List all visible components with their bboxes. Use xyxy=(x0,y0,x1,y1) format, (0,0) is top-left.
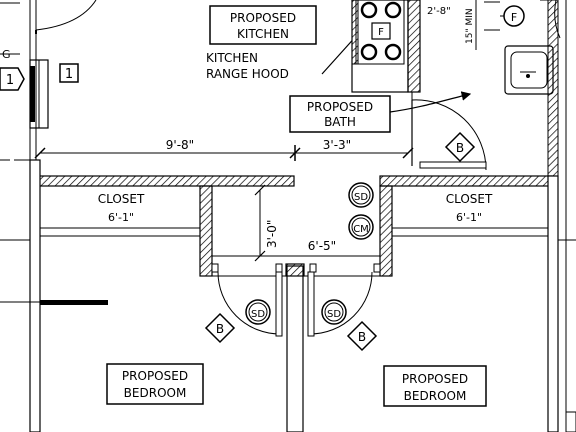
bath-label-line1: PROPOSED xyxy=(307,100,373,114)
range-hood-note-line2: RANGE HOOD xyxy=(206,67,289,81)
bath-label-box xyxy=(289,95,391,133)
bedroom-left-door xyxy=(217,271,283,337)
burner-icon xyxy=(384,1,402,19)
kitchen-bath-wall xyxy=(407,0,421,93)
closet-shelves xyxy=(40,227,548,237)
range-hood-note-line1: KITCHEN xyxy=(206,51,258,65)
burner-icon xyxy=(360,1,378,19)
door-tag-bath xyxy=(444,131,476,163)
smoke-detector-label: SD xyxy=(354,192,368,203)
elevation-tag-number: 1 xyxy=(6,73,14,88)
smoke-detector-hall: SD xyxy=(348,182,374,208)
hall-width-dimension: 6'-5" xyxy=(308,239,336,253)
dimension-line: 9'-8" 3'-3" xyxy=(34,138,414,161)
co-monitor: CM xyxy=(348,214,374,240)
bedroom-right-door xyxy=(307,271,373,337)
elevation-tag: 1 1 G xyxy=(0,48,79,91)
kitchen-label-line1: PROPOSED xyxy=(230,11,296,25)
elevation-tag-number-box: 1 xyxy=(65,67,73,82)
min-clearance-note: 15" MIN xyxy=(465,8,475,44)
smoke-detector-label: SD xyxy=(251,309,265,320)
closet-right-width: 6'-1" xyxy=(456,211,482,224)
door-tag-left: B xyxy=(204,312,236,344)
exhaust-fan-tag: F xyxy=(511,11,517,24)
bath-sink xyxy=(504,45,554,95)
smoke-detector-label: SD xyxy=(327,309,341,320)
bath-label-line2: BATH xyxy=(324,115,356,129)
door-tag-right: B xyxy=(346,320,378,352)
smoke-detector-bedroom-right: SD xyxy=(321,299,347,325)
walls xyxy=(0,159,576,432)
bath-dimension: 2'-8" xyxy=(427,6,451,17)
bedroom-left-label: PROPOSED BEDROOM xyxy=(106,363,204,405)
closet-right-label: CLOSET xyxy=(446,192,493,206)
range-appliance-tag: F xyxy=(378,27,384,38)
svg-text:B: B xyxy=(216,322,224,336)
closet-left-label: CLOSET xyxy=(98,192,145,206)
dimension-left-span: 9'-8" xyxy=(166,138,194,152)
top-left-walls xyxy=(0,0,97,160)
hall-dimensions: 3'-0" 6'-5" xyxy=(254,184,336,262)
svg-text:B: B xyxy=(358,330,366,344)
svg-text:BEDROOM: BEDROOM xyxy=(124,386,187,400)
kitchen-label-box xyxy=(209,5,317,45)
svg-text:B: B xyxy=(456,141,464,155)
smoke-detector-bedroom-left: SD xyxy=(245,299,271,325)
dimension-right-span: 3'-3" xyxy=(323,138,351,152)
co-monitor-label: CM xyxy=(353,224,369,235)
kitchen-area: PROPOSED KITCHEN KITCHEN RANGE HOOD F xyxy=(206,0,421,100)
hall-depth-dimension: 3'-0" xyxy=(265,220,279,248)
svg-text:PROPOSED: PROPOSED xyxy=(122,369,188,383)
edge-letter: G xyxy=(2,48,11,61)
closet-left-width: 6'-1" xyxy=(108,211,134,224)
bedroom-right-label: PROPOSED BEDROOM xyxy=(383,365,487,407)
kitchen-label-line2: KITCHEN xyxy=(237,27,289,41)
burner-icon xyxy=(360,43,378,61)
burner-icon xyxy=(384,43,402,61)
svg-text:BEDROOM: BEDROOM xyxy=(404,389,467,403)
bath-area: PROPOSED BATH 2'-8" 15" MIN F B xyxy=(289,0,567,432)
svg-text:PROPOSED: PROPOSED xyxy=(402,372,468,386)
